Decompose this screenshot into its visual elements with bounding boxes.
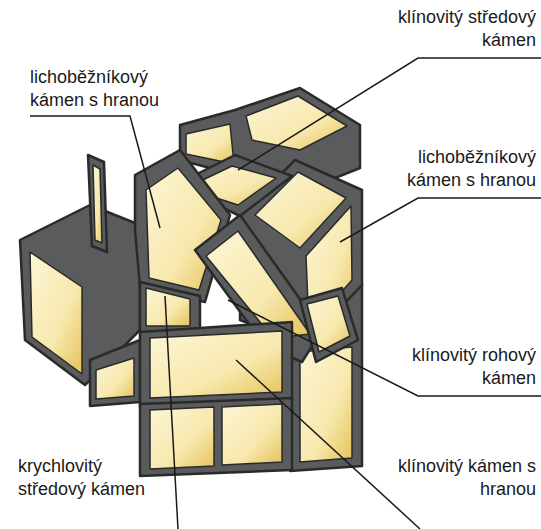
part-label: klínovitý rohový kámen <box>366 344 536 390</box>
leader-lines <box>30 58 541 529</box>
part-label: lichoběžníkový kámen s hranou <box>30 66 190 112</box>
part-label: krychlovitý středový kámen <box>18 455 168 501</box>
part-label: klínovitý kámen s hranou <box>366 455 536 501</box>
part-label: klínovitý středový kámen <box>366 6 536 52</box>
part-label: lichoběžníkový kámen s hranou <box>366 146 536 192</box>
